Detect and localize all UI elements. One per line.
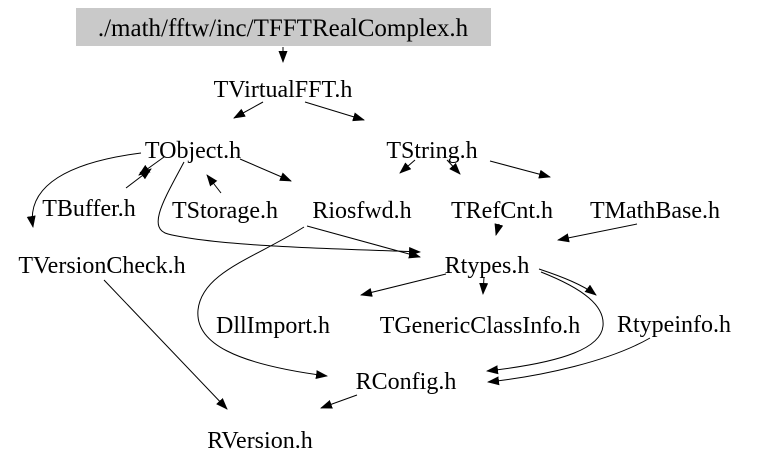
edge-tvirtualfft-to-tobject — [233, 101, 264, 119]
edge-tstring-to-tmathbase — [489, 160, 551, 179]
edge-riosfwd-to-rtypes — [306, 225, 421, 259]
node-tobject[interactable]: TObject.h — [145, 138, 241, 164]
node-rconfig[interactable]: RConfig.h — [356, 369, 457, 395]
edge-tmathbase-to-rtypes — [557, 223, 638, 243]
node-tstorage[interactable]: TStorage.h — [172, 198, 278, 224]
node-trefcnt[interactable]: TRefCnt.h — [451, 198, 553, 224]
edge-rtypes-to-dllimport — [360, 273, 447, 297]
node-rtypes[interactable]: Rtypes.h — [445, 253, 530, 279]
edge-rtypes-to-rtypeinfo — [538, 268, 597, 296]
edge-tobject-to-rtypes — [157, 161, 421, 257]
node-tvirtualfft[interactable]: TVirtualFFT.h — [214, 77, 353, 103]
edge-rtypes-to-rconfig — [486, 271, 604, 375]
edge-trefcnt-to-rtypes — [494, 223, 504, 236]
node-tbuffer[interactable]: TBuffer.h — [42, 196, 136, 222]
edge-tobject-to-riosfwd — [239, 158, 292, 182]
node-rtypeinfo[interactable]: Rtypeinfo.h — [617, 312, 731, 338]
edge-rtypes-to-tgenericclassinfo — [479, 276, 489, 295]
edge-tvirtualfft-to-tstring — [304, 101, 365, 122]
edge-rtypeinfo-to-rconfig — [487, 337, 651, 386]
edge-tversioncheck-to-rversion — [103, 279, 228, 410]
edge-riosfwd-to-rconfig — [197, 226, 328, 380]
nodes-layer: ./math/fftw/inc/TFFTRealComplex.hTVirtua… — [18, 8, 731, 454]
node-tfftrealcomplex: ./math/fftw/inc/TFFTRealComplex.h — [98, 15, 469, 42]
edge-tobject-to-tversioncheck — [26, 152, 142, 228]
edge-tstring-to-trefcnt — [446, 159, 461, 175]
node-tversioncheck[interactable]: TVersionCheck.h — [18, 253, 185, 279]
edges-layer — [26, 47, 651, 410]
node-box-tfftrealcomplex — [76, 8, 491, 46]
node-dllimport[interactable]: DllImport.h — [216, 313, 330, 339]
edge-tstorage-to-tobject — [206, 174, 222, 194]
node-riosfwd[interactable]: Riosfwd.h — [312, 198, 411, 224]
node-tstring[interactable]: TString.h — [386, 138, 477, 164]
edge-tstring-to-riosfwd — [399, 159, 416, 174]
node-tmathbase[interactable]: TMathBase.h — [590, 198, 720, 224]
node-tgenericclassinfo[interactable]: TGenericClassInfo.h — [380, 313, 581, 339]
node-rversion[interactable]: RVersion.h — [207, 428, 312, 454]
edge-rconfig-to-rversion — [320, 394, 358, 409]
edge-tbuffer-to-tobject — [125, 168, 152, 189]
